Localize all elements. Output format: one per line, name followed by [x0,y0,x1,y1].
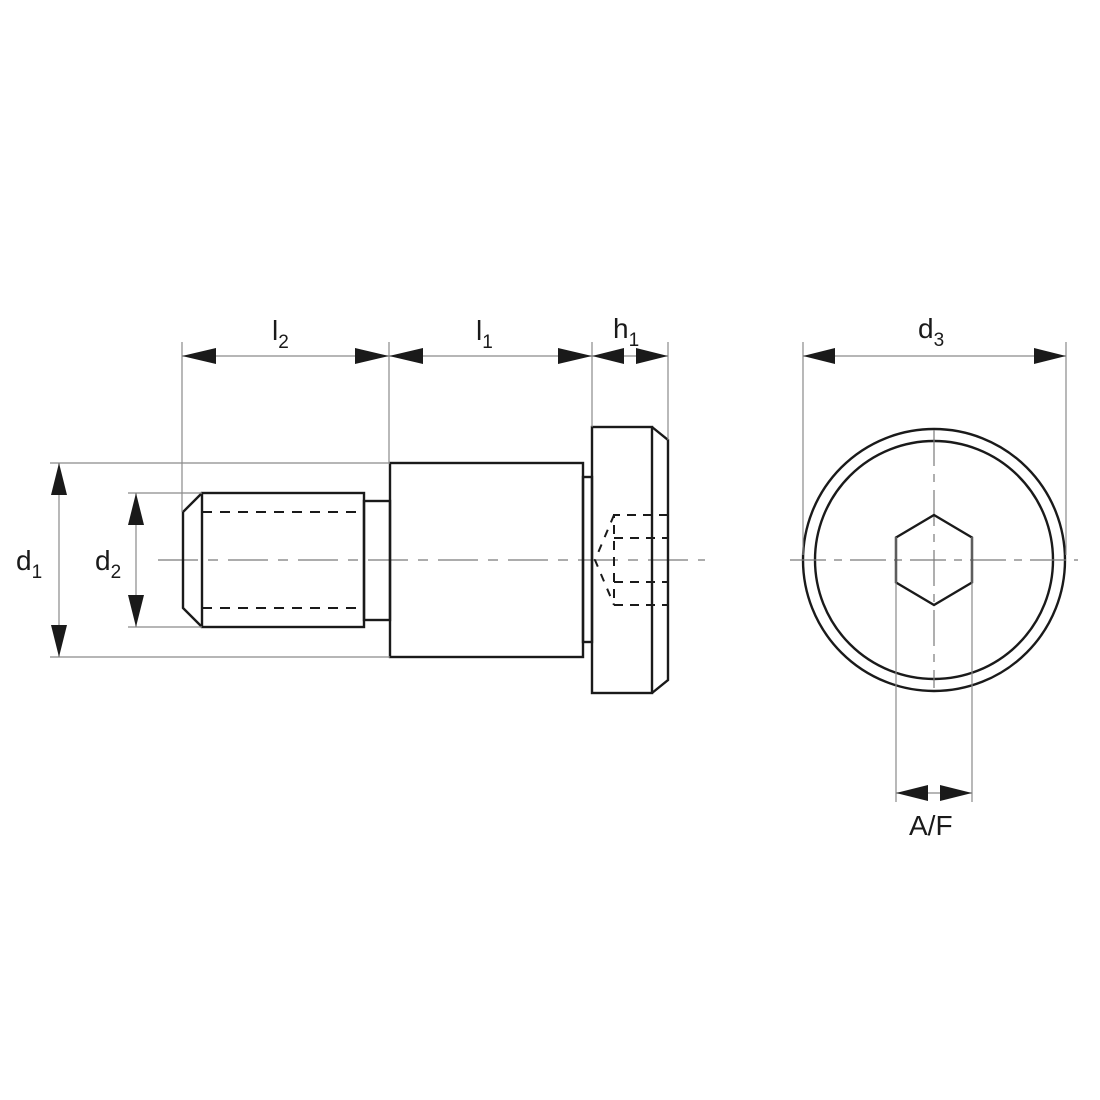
dimension-l1: l1 [389,315,592,364]
svg-text:h1: h1 [613,313,639,351]
svg-text:d3: d3 [918,313,944,351]
svg-text:l1: l1 [476,315,493,353]
end-view: d3 A/F [790,313,1078,841]
dimension-d1: d1 [16,463,67,657]
svg-text:l2: l2 [272,315,289,353]
dimension-d3: d3 [803,313,1066,364]
svg-text:d1: d1 [16,545,42,583]
dimension-d2: d2 [95,493,144,627]
dimension-h1: h1 [592,313,668,364]
side-view: l2 l1 h1 d1 d2 [16,313,705,695]
dimension-af: A/F [896,785,972,841]
dimension-l2: l2 [182,315,389,364]
svg-text:A/F: A/F [909,810,953,841]
screw-head [590,425,670,695]
svg-text:d2: d2 [95,545,121,583]
